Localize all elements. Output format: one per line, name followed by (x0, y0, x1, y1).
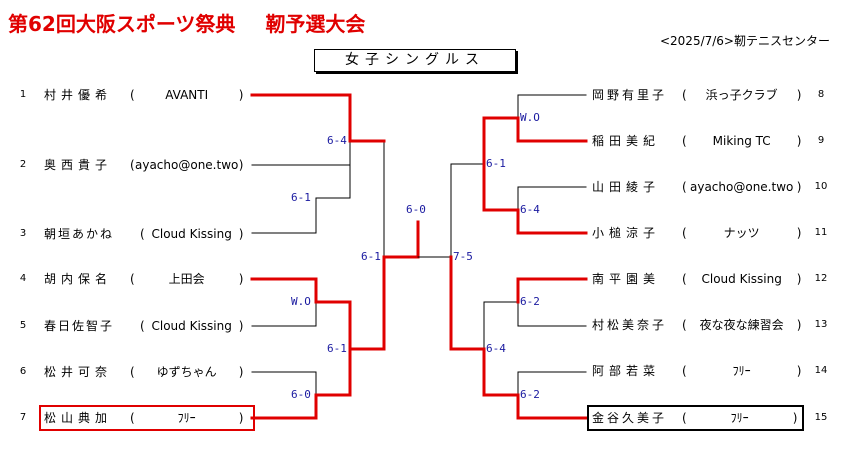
score: 6-1 (486, 157, 506, 170)
line-r14 (517, 371, 587, 396)
player-entry: 南平園美(Cloud Kissing) (592, 272, 802, 286)
player-entry: 岡野有里子(浜っ子クラブ) (592, 88, 802, 102)
player-entry-highlighted: 松山典加(ﾌﾘｰ) (39, 405, 255, 431)
win-l1 (250, 93, 386, 143)
line-l2nd-top (315, 140, 385, 258)
player-num: 1 (19, 89, 27, 100)
win-r15 (449, 255, 588, 420)
line-l6 (251, 371, 317, 396)
player-entry: 奥西貴子(ayacho@one.two) (44, 158, 244, 172)
player-entry-highlighted: 金谷久美子(ﾌﾘｰ) (587, 405, 804, 431)
player-num: 5 (19, 320, 27, 331)
line-r10 (517, 186, 587, 211)
line-r2nd-bottom (483, 301, 519, 350)
tournament-title: 第62回大阪スポーツ祭典靭予選大会 (8, 12, 366, 36)
player-entry: 村井優希(AVANTI) (44, 88, 244, 102)
score-final: 6-0 (406, 203, 426, 216)
player-num: 6 (19, 366, 27, 377)
score: W.O (291, 295, 311, 308)
player-entry: 小槌涼子(ナッツ) (592, 226, 802, 240)
player-num: 4 (19, 273, 27, 284)
player-num: 10 (814, 181, 828, 192)
event-title: 女子シングルス (314, 49, 516, 72)
player-num: 13 (814, 319, 828, 330)
line-l3 (251, 197, 317, 234)
line-l5 (251, 301, 317, 327)
line-r8 (517, 94, 587, 119)
date-venue: <2025/7/6>靭テニスセンター (659, 34, 830, 48)
player-entry: 胡内保名(上田会) (44, 272, 244, 286)
player-num: 7 (19, 412, 27, 423)
player-num: 15 (814, 412, 828, 423)
line-r13 (517, 301, 587, 327)
player-num: 9 (817, 135, 825, 146)
score: 7-5 (453, 250, 473, 263)
win-r11 (482, 162, 588, 235)
player-entry: 稲田美紀(Miking TC) (592, 134, 802, 148)
win-l7 (250, 220, 420, 420)
score: 6-2 (520, 295, 540, 308)
player-entry: 松井可奈(ゆずちゃん) (44, 365, 244, 379)
player-entry: 山田綾子(ayacho@one.two) (592, 180, 802, 194)
player-entry: 村松美奈子(夜な夜な練習会) (592, 318, 802, 332)
player-entry: 朝垣あかね(Cloud Kissing) (44, 227, 244, 241)
score: 6-0 (291, 388, 311, 401)
player-num: 11 (814, 227, 828, 238)
player-entry: 春日佐智子(Cloud Kissing) (44, 319, 244, 333)
player-num: 3 (19, 228, 27, 239)
win-r12 (516, 277, 588, 304)
player-num: 8 (817, 89, 825, 100)
score: 6-2 (520, 388, 540, 401)
score: 6-1 (361, 250, 381, 263)
line-r2nd-top (450, 163, 485, 258)
score: 6-4 (327, 134, 347, 147)
win-l4 (250, 277, 352, 351)
score: 6-4 (486, 342, 506, 355)
win-r9 (482, 116, 588, 166)
player-num: 14 (814, 365, 828, 376)
player-entry: 阿部若菜(ﾌﾘｰ) (592, 364, 802, 378)
player-num: 12 (814, 273, 828, 284)
player-num: 2 (19, 159, 27, 170)
score: 6-1 (327, 342, 347, 355)
score: W.O (520, 111, 540, 124)
score: 6-1 (291, 191, 311, 204)
score: 6-4 (520, 203, 540, 216)
